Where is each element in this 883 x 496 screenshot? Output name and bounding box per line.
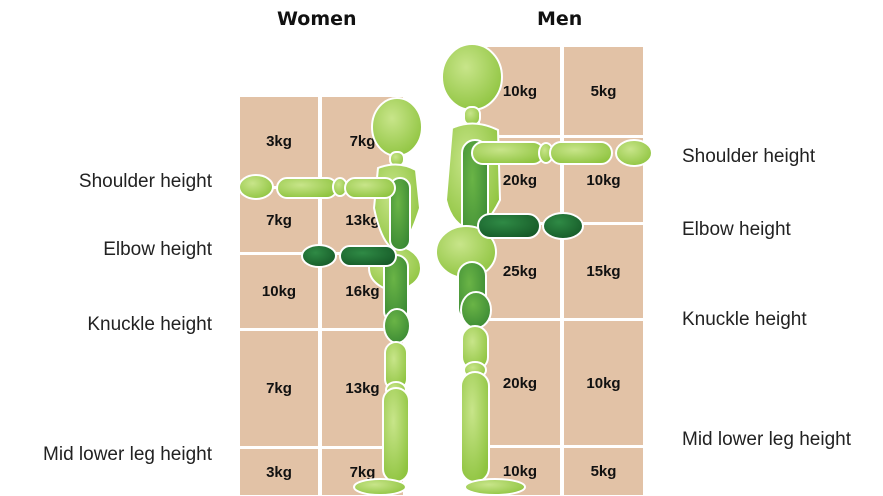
man-figure — [436, 44, 652, 495]
woman-figure — [239, 98, 422, 495]
woman-hand-elbow — [302, 245, 336, 267]
man-head — [442, 44, 502, 110]
woman-hand-shoulder — [239, 175, 273, 199]
woman-head — [372, 98, 422, 156]
man-hand-elbow — [543, 213, 583, 239]
man-hand-shoulder — [616, 140, 652, 166]
